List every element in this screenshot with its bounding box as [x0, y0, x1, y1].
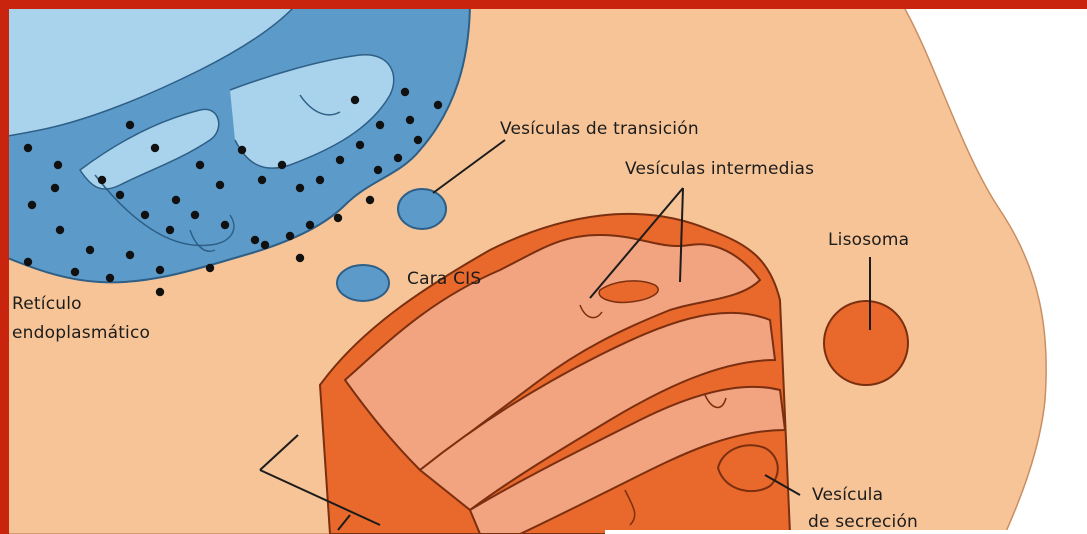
ribosome-dot — [166, 226, 174, 234]
ribosome-dot — [334, 214, 342, 222]
transition-vesicles-label: Vesículas de transición — [500, 119, 699, 139]
ribosome-dot — [106, 274, 114, 282]
ribosome-dot — [116, 191, 124, 199]
ribosome-dot — [156, 288, 164, 296]
ribosome-dot — [336, 156, 344, 164]
ribosome-dot — [296, 254, 304, 262]
ribosome-dot — [374, 166, 382, 174]
ribosome-dot — [206, 264, 214, 272]
transition-vesicle-small — [337, 265, 389, 301]
ribosome-dot — [261, 241, 269, 249]
ribosome-dot — [414, 136, 422, 144]
ribosome-dot — [216, 181, 224, 189]
ribosome-dot — [141, 211, 149, 219]
transition-vesicle — [398, 189, 446, 229]
ribosome-dot — [196, 161, 204, 169]
ribosome-dot — [24, 258, 32, 266]
ribosome-dot — [151, 144, 159, 152]
reticulum-label-line2: endoplasmático — [12, 323, 150, 343]
ribosome-dot — [221, 221, 229, 229]
ribosome-dot — [286, 232, 294, 240]
ribosome-dot — [306, 221, 314, 229]
ribosome-dot — [316, 176, 324, 184]
ribosome-dot — [126, 251, 134, 259]
ribosome-dot — [394, 154, 402, 162]
ribosome-dot — [28, 201, 36, 209]
lysosome-label: Lisosoma — [828, 230, 909, 250]
ribosome-dot — [56, 226, 64, 234]
ribosome-dot — [251, 236, 259, 244]
ribosome-dot — [258, 176, 266, 184]
ribosome-dot — [401, 88, 409, 96]
ribosome-dot — [366, 196, 374, 204]
ribosome-dot — [434, 101, 442, 109]
ribosome-dot — [51, 184, 59, 192]
intermediate-vesicles-label: Vesículas intermedias — [625, 159, 814, 179]
lysosome — [824, 301, 908, 385]
secretion-vesicle-label-line1: Vesícula — [812, 485, 883, 505]
ribosome-dot — [126, 121, 134, 129]
ribosome-dot — [278, 161, 286, 169]
ribosome-dot — [406, 116, 414, 124]
reticulum-label-line1: Retículo — [12, 294, 82, 314]
secretion-vesicle-label-line2: de secreción — [808, 512, 918, 532]
ribosome-dot — [376, 121, 384, 129]
ribosome-dot — [356, 141, 364, 149]
ribosome-dot — [156, 266, 164, 274]
ribosome-dot — [71, 268, 79, 276]
ribosome-dot — [98, 176, 106, 184]
ribosome-dot — [24, 144, 32, 152]
ribosome-dot — [296, 184, 304, 192]
ribosome-dot — [191, 211, 199, 219]
ribosome-dot — [351, 96, 359, 104]
cis-face-label: Cara CIS — [407, 269, 481, 289]
ribosome-dot — [86, 246, 94, 254]
ribosome-dot — [54, 161, 62, 169]
ribosome-dot — [238, 146, 246, 154]
ribosome-dot — [172, 196, 180, 204]
